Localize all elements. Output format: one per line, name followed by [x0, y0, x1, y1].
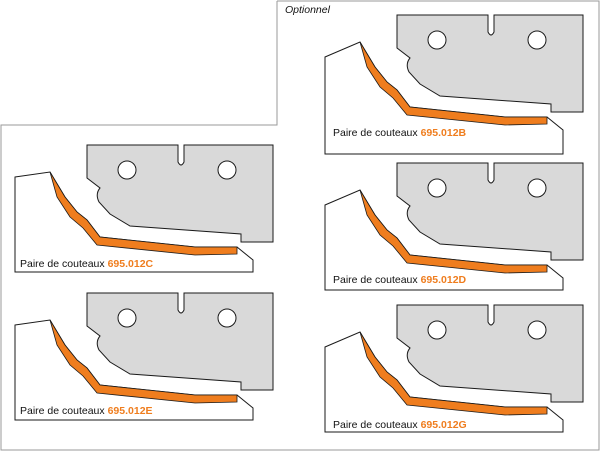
knife-blade: [396, 162, 584, 261]
knife-code: 695.012G: [420, 419, 467, 431]
knife-caption-text: Paire de couteaux: [333, 419, 418, 431]
bolt-hole: [217, 160, 237, 180]
knife-caption-e: Paire de couteaux 695.012E: [20, 405, 153, 417]
orange-profile: [359, 189, 548, 274]
knife-695-012C: [14, 144, 274, 273]
knife-695-012D: [324, 162, 584, 291]
orange-profile: [359, 331, 548, 416]
knife-caption-text: Paire de couteaux: [333, 127, 418, 139]
bolt-hole: [427, 30, 447, 50]
knife-695-012B: [324, 14, 584, 155]
bolt-hole: [427, 178, 447, 198]
bolt-hole: [527, 320, 547, 340]
bolt-hole: [117, 308, 137, 328]
bolt-hole: [217, 308, 237, 328]
knife-caption-text: Paire de couteaux: [20, 258, 105, 270]
knife-blade: [86, 144, 274, 243]
orange-profile: [359, 41, 548, 126]
optional-section-title: Optionnel: [285, 4, 330, 16]
knife-code: 695.012B: [420, 127, 467, 139]
knife-caption-d: Paire de couteaux 695.012D: [333, 274, 466, 286]
knife-caption-text: Paire de couteaux: [333, 274, 418, 286]
orange-profile: [49, 171, 238, 256]
knife-695-012E: [14, 292, 274, 421]
bolt-hole: [117, 160, 137, 180]
orange-profile: [49, 319, 238, 404]
bolt-hole: [527, 178, 547, 198]
knife-695-012G: [324, 304, 584, 433]
knife-code: 695.012C: [107, 258, 154, 270]
bolt-hole: [527, 30, 547, 50]
knife-caption-g: Paire de couteaux 695.012G: [333, 419, 467, 431]
knife-blade: [396, 14, 584, 113]
knife-code: 695.012E: [107, 405, 153, 417]
knife-blade: [86, 292, 274, 391]
knife-blade: [396, 304, 584, 403]
knife-caption-c: Paire de couteaux 695.012C: [20, 258, 153, 270]
knife-caption-text: Paire de couteaux: [20, 405, 105, 417]
bolt-hole: [427, 320, 447, 340]
knife-caption-b: Paire de couteaux 695.012B: [333, 127, 466, 139]
knife-code: 695.012D: [420, 274, 467, 286]
